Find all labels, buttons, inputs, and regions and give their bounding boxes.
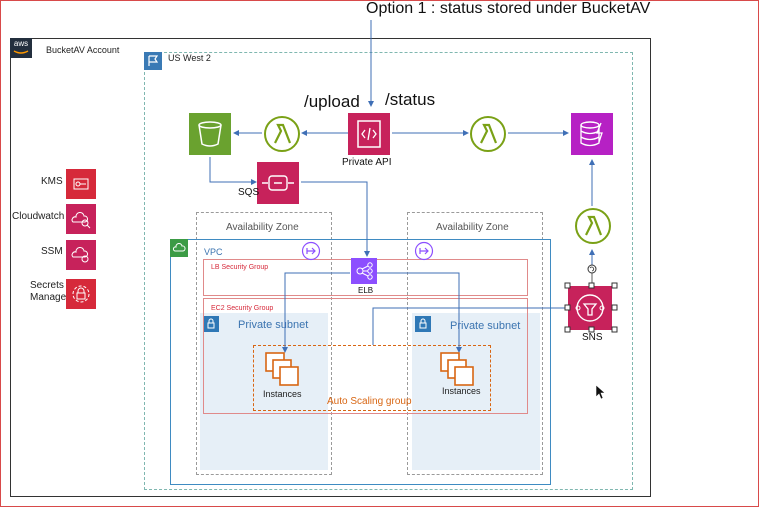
elb-label: ELB [358, 286, 374, 295]
elb-to-instances-2-arrow [376, 272, 462, 353]
availability-zone-2 [407, 212, 543, 475]
instances-1-label: Instances [263, 389, 302, 399]
kms-icon[interactable] [66, 169, 96, 199]
availability-zone-1 [196, 212, 332, 475]
region-label: US West 2 [168, 53, 211, 63]
asg-label: Auto Scaling group [327, 396, 412, 407]
cloudwatch-label: Cloudwatch [12, 211, 65, 222]
subnet-1-label: Private subnet [238, 319, 309, 331]
lambda-sns-icon[interactable] [573, 206, 613, 246]
route-table-icon-1 [301, 241, 321, 261]
dynamodb-icon[interactable] [571, 113, 613, 155]
ssm-icon[interactable] [66, 240, 96, 270]
subnet-2-label: Private subnet [450, 320, 521, 332]
sns-to-asg-line [372, 307, 566, 345]
ec2-instances-icon-1[interactable] [265, 352, 301, 386]
sqs-icon[interactable] [257, 162, 299, 204]
s3-to-sqs-arrow [209, 157, 257, 185]
lb-security-group-label: LB Security Group [211, 264, 269, 271]
private-subnet-2 [412, 313, 540, 470]
vpc-cloud-icon [170, 239, 188, 257]
s3-bucket-icon[interactable] [189, 113, 231, 155]
sns-label: SNS [582, 332, 603, 343]
account-label: BucketAV Account [46, 45, 120, 55]
elb-to-instances-1-arrow [282, 272, 350, 353]
api-label: Private API [342, 157, 392, 168]
private-subnet-1 [200, 313, 328, 470]
elb-icon[interactable] [351, 258, 377, 284]
lambda-status-icon[interactable] [468, 114, 508, 154]
route-table-icon-2 [414, 241, 434, 261]
kms-label: KMS [41, 176, 63, 187]
ec2-security-group-label: EC2 Security Group [211, 305, 274, 312]
cloudwatch-icon[interactable] [66, 204, 96, 234]
sqs-label: SQS [238, 187, 260, 198]
ec2-instances-icon-2[interactable] [440, 352, 476, 386]
subnet-1-lock-icon [203, 316, 219, 332]
sqs-to-elb-arrow [301, 181, 370, 257]
region-box [144, 52, 633, 490]
region-flag-icon [144, 52, 162, 70]
az-2-label: Availability Zone [436, 222, 509, 233]
sns-icon[interactable] [568, 286, 612, 330]
diagram-title: Option 1 : status stored under BucketAV [366, 0, 651, 17]
status-path-label: /status [385, 90, 436, 109]
secrets-manager-label: Secrets Manager [30, 280, 70, 303]
vpc-label: VPC [204, 247, 223, 257]
ssm-label: SSM [41, 246, 63, 257]
auto-scaling-group [253, 345, 491, 411]
upload-path-label: /upload [304, 92, 360, 111]
secrets-manager-icon[interactable] [66, 279, 96, 309]
lambda-upload-icon[interactable] [262, 114, 302, 154]
api-gateway-icon[interactable] [348, 113, 390, 155]
vpc-box [170, 239, 551, 485]
account-box [10, 38, 651, 497]
ec2-security-group [203, 298, 528, 414]
az-1-label: Availability Zone [226, 222, 299, 233]
aws-logo: aws [10, 38, 32, 58]
mouse-cursor-icon [595, 384, 606, 400]
instances-2-label: Instances [442, 386, 481, 396]
subnet-2-lock-icon [415, 316, 431, 332]
sns-selection-handles[interactable] [562, 262, 620, 338]
